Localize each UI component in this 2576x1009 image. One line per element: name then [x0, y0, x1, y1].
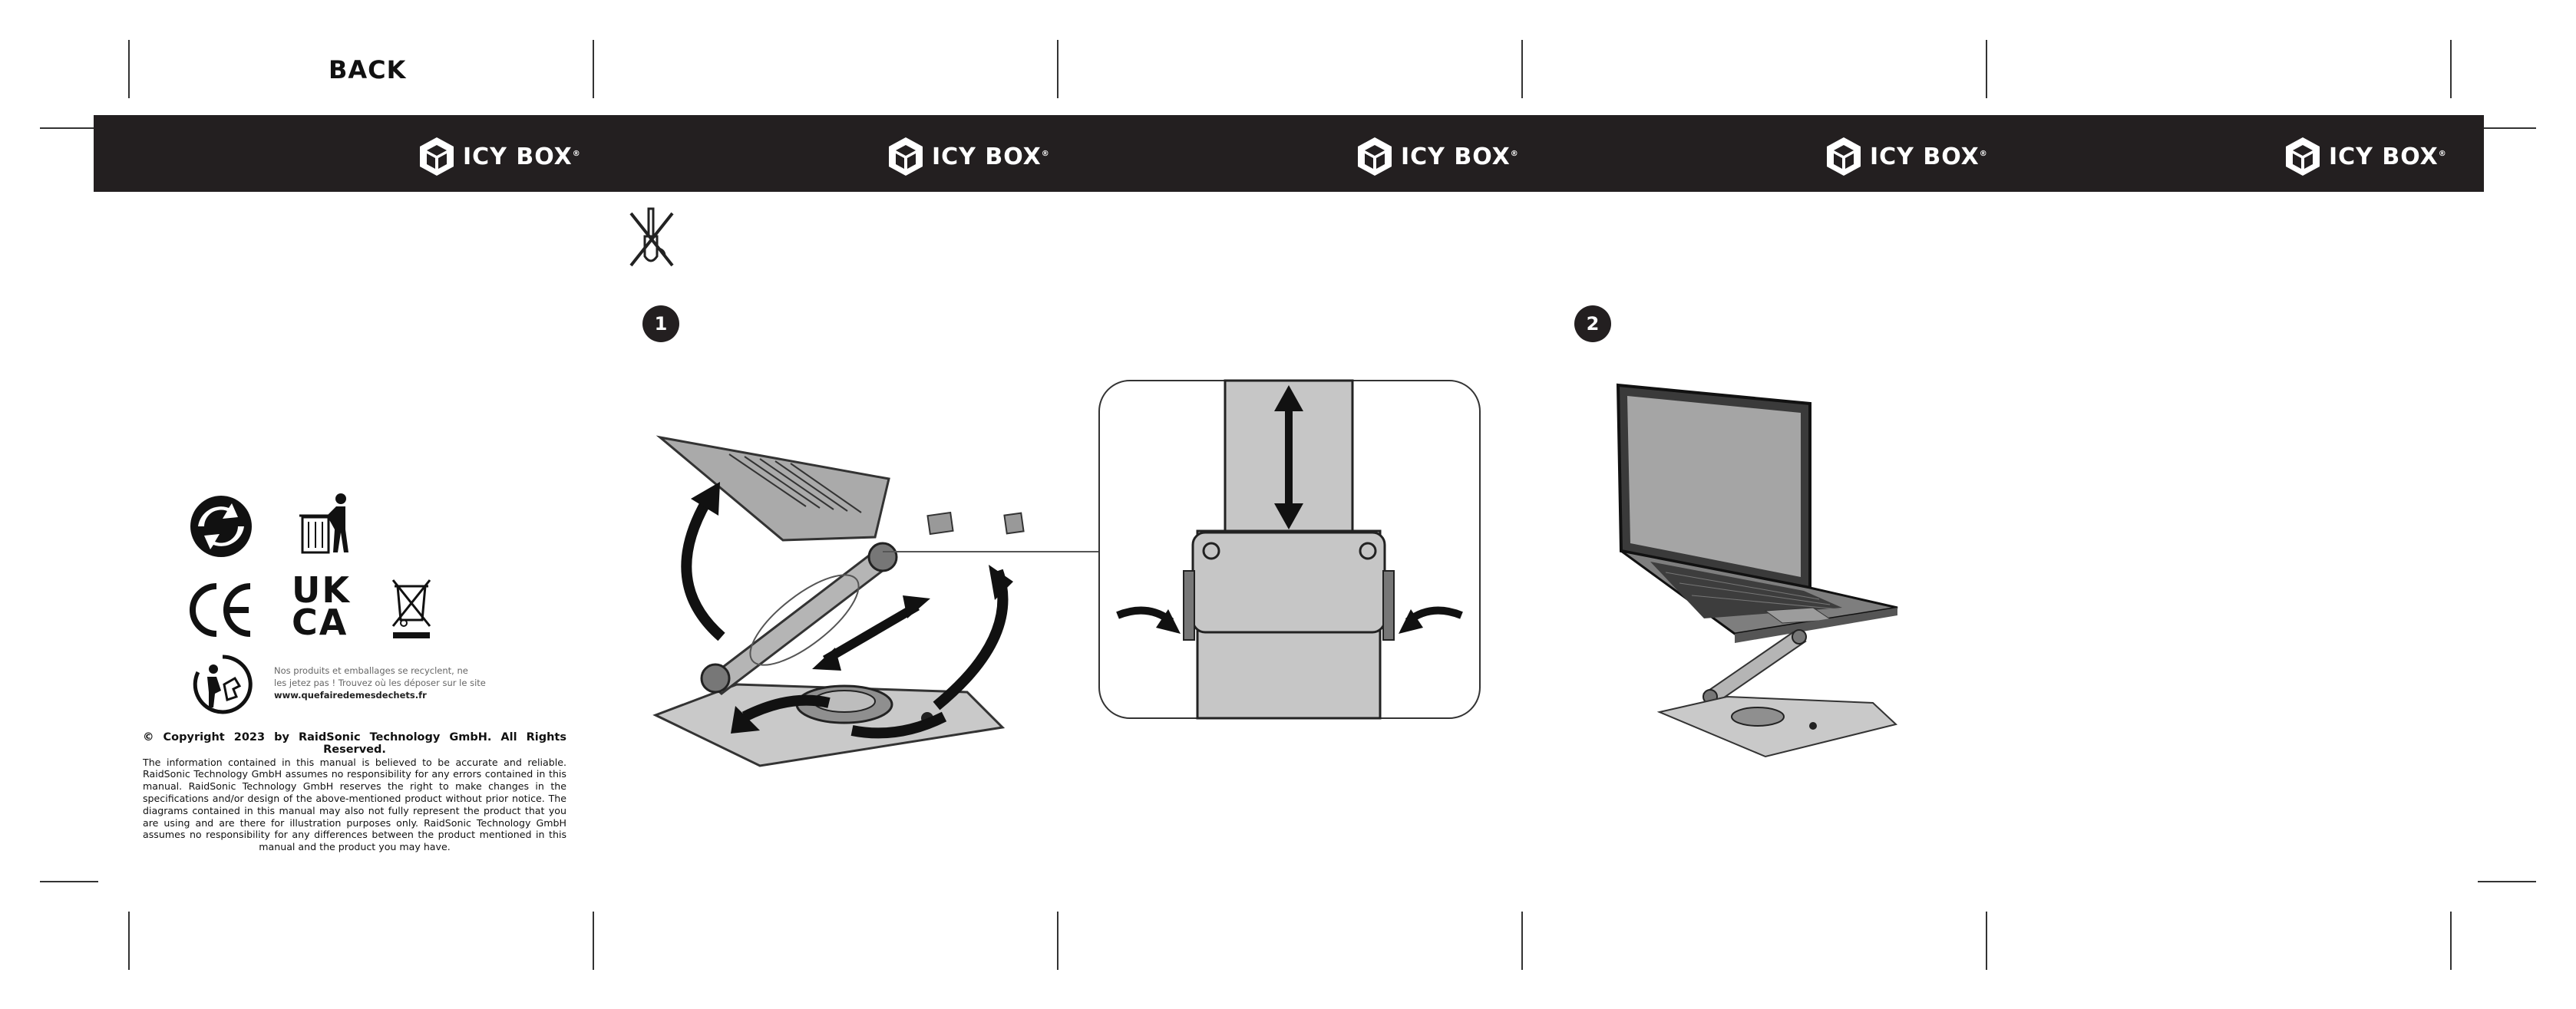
step-2-marker: 2 — [1574, 305, 1611, 342]
brand-name: ICY BOX — [1401, 143, 1511, 170]
icy-box-logo-icon — [1827, 137, 1861, 176]
green-dot-icon — [190, 496, 252, 557]
recycling-info: Nos produits et emballages se recyclent,… — [274, 664, 497, 701]
laptop-on-stand-illustration — [1616, 383, 1898, 758]
crop-mark — [1986, 912, 1987, 970]
crop-mark — [2478, 127, 2536, 129]
registered-mark: ® — [2438, 149, 2447, 158]
copyright-body: The information contained in this manual… — [143, 756, 566, 853]
crop-mark — [2478, 881, 2536, 882]
weee-crossed-bin-icon — [391, 579, 431, 638]
crop-mark — [1521, 912, 1523, 970]
icy-box-logo-icon — [1358, 137, 1392, 176]
brand-logo: ICY BOX® — [2284, 135, 2447, 178]
crop-mark — [1057, 40, 1058, 98]
crop-mark — [40, 127, 98, 129]
registered-mark: ® — [572, 149, 581, 158]
recycling-line-2: les jetez pas ! Trouvez où les déposer s… — [274, 678, 486, 688]
hinge-detail-inset — [1098, 379, 1481, 720]
crop-mark — [1521, 40, 1523, 98]
recycling-url: www.quefairedemesdechets.fr — [274, 690, 427, 701]
ukca-mark: UK CA — [292, 569, 351, 643]
brand-band — [94, 115, 2484, 192]
brand-logo: ICY BOX® — [1356, 135, 1519, 178]
crop-mark — [40, 881, 98, 882]
height-arrow-icon — [1274, 385, 1303, 529]
no-tools-icon — [629, 207, 674, 267]
crop-mark — [128, 40, 130, 98]
copyright-block: © Copyright 2023 by RaidSonic Technology… — [143, 731, 566, 853]
triman-icon — [193, 655, 253, 714]
ce-label: CE — [189, 583, 190, 584]
icy-box-logo-icon — [420, 137, 454, 176]
crop-mark — [128, 912, 130, 970]
brand-name: ICY BOX — [2329, 143, 2439, 170]
copyright-heading: © Copyright 2023 by RaidSonic Technology… — [143, 731, 566, 756]
rotate-arrow-icon — [1116, 606, 1463, 634]
brand-logo: ICY BOX® — [887, 135, 1050, 178]
ukca-top: UK — [292, 569, 351, 611]
registered-mark: ® — [1041, 149, 1050, 158]
icy-box-logo-icon — [889, 137, 923, 176]
registered-mark: ® — [1510, 149, 1519, 158]
brand-logo: ICY BOX® — [1825, 135, 1988, 178]
callout-line — [883, 551, 1105, 552]
icy-box-logo-icon — [2286, 137, 2320, 176]
registered-mark: ® — [1979, 149, 1988, 158]
crop-mark — [593, 40, 594, 98]
brand-logo: ICY BOX® — [418, 135, 581, 178]
step-1-marker: 1 — [642, 305, 679, 342]
back-label: BACK — [329, 55, 407, 84]
brand-name: ICY BOX — [1870, 143, 1980, 170]
waste-bin-person-icon — [299, 493, 348, 554]
brand-name: ICY BOX — [463, 143, 573, 170]
ukca-bottom: CA — [292, 602, 348, 643]
crop-mark — [1057, 912, 1058, 970]
crop-mark — [2450, 40, 2452, 98]
brand-name: ICY BOX — [932, 143, 1042, 170]
crop-mark — [593, 912, 594, 970]
crop-mark — [2450, 912, 2452, 970]
ce-mark: CE — [189, 583, 251, 637]
recycling-line-1: Nos produits et emballages se recyclent,… — [274, 665, 468, 676]
crop-mark — [1986, 40, 1987, 98]
stand-adjustment-illustration — [652, 435, 1025, 767]
